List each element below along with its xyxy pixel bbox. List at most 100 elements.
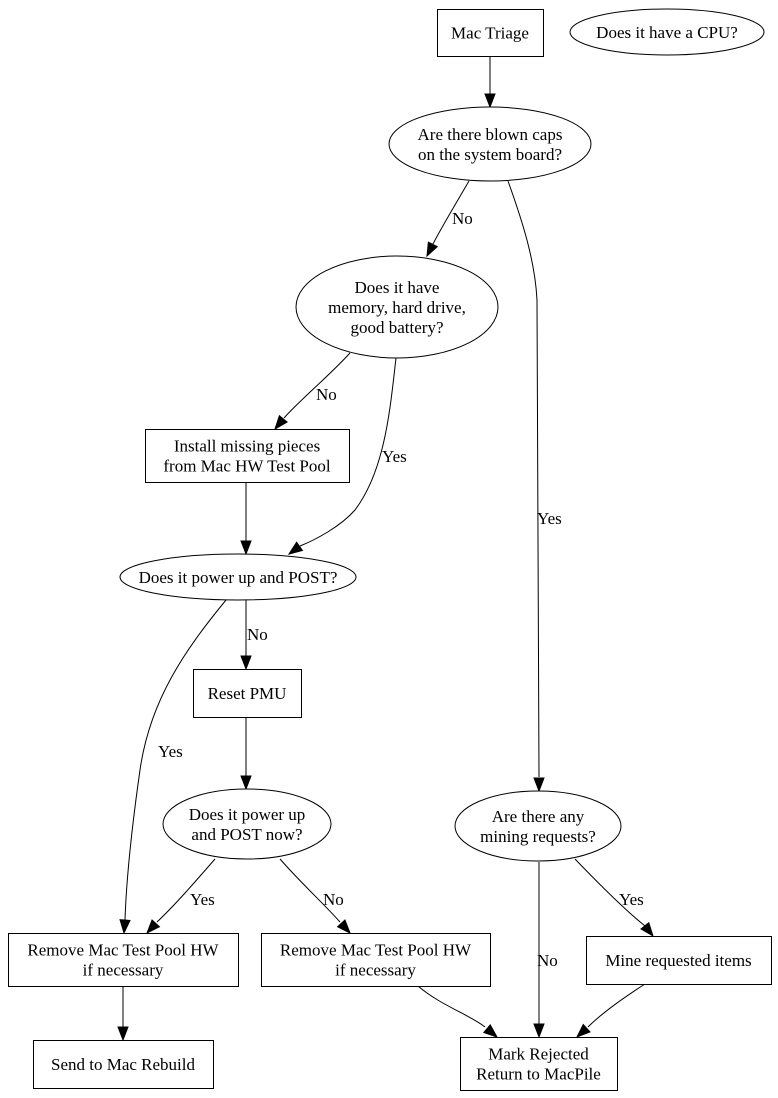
arrowhead-icon <box>575 1023 591 1038</box>
edge-power-post-to-reset-pmu: No <box>240 600 268 671</box>
process-box <box>8 933 239 987</box>
node-label-line: on the system board? <box>418 145 562 164</box>
decision-ellipse <box>162 788 332 860</box>
edge-line <box>507 180 540 778</box>
edge-mac-triage-to-blown-caps <box>484 56 496 109</box>
node-label-line: if necessary <box>83 961 164 980</box>
process-box <box>261 933 491 987</box>
arrowhead-icon <box>119 919 131 935</box>
nodes-layer: Mac Triage Does it have a CPU? Are there b… <box>8 8 772 1091</box>
edge-line <box>279 858 341 923</box>
node-label-line: Are there blown caps <box>418 125 563 144</box>
arrowhead-icon <box>146 919 161 935</box>
node-label-line: Are there any <box>492 807 585 826</box>
node-reset-pmu[interactable]: Reset PMU <box>193 669 302 718</box>
edge-label: Yes <box>382 447 407 466</box>
arrowhead-icon <box>336 919 351 935</box>
node-label-line: Mark Rejected <box>488 1045 589 1064</box>
decision-ellipse <box>119 553 357 601</box>
node-label-line: mining requests? <box>480 827 596 846</box>
edge-blown-caps-to-mining-requests: Yes <box>507 180 562 793</box>
edge-line <box>432 180 470 245</box>
node-label-line: Does it have a CPU? <box>596 23 738 42</box>
node-has-cpu[interactable]: Does it have a CPU? <box>569 8 765 56</box>
decision-ellipse <box>454 790 622 862</box>
node-label-line: Does it power up <box>189 805 306 824</box>
arrowhead-icon <box>240 540 252 556</box>
node-mac-triage[interactable]: Mac Triage <box>437 9 544 57</box>
edge-label: Yes <box>619 890 644 909</box>
edge-power-post-now-to-remove-hw-1: Yes <box>146 858 216 935</box>
node-label-line: and POST now? <box>191 825 302 844</box>
edge-power-post-now-to-remove-hw-2: No <box>279 858 351 935</box>
edge-mine-items-to-mark-rejected <box>575 983 646 1038</box>
edge-line <box>283 352 351 419</box>
edge-label: No <box>247 625 268 644</box>
node-label-line: Does it have <box>355 278 440 297</box>
process-box <box>145 429 350 483</box>
edge-line <box>124 599 227 921</box>
process-box <box>460 1037 618 1091</box>
arrowhead-icon <box>484 93 496 109</box>
edge-line <box>574 858 646 927</box>
edge-label: Yes <box>158 742 183 761</box>
process-box <box>193 669 302 718</box>
node-label-line: memory, hard drive, <box>328 298 466 317</box>
edge-mining-requests-to-mark-rejected: No <box>533 862 558 1039</box>
edge-has-parts-to-power-post: Yes <box>287 357 407 555</box>
arrowhead-icon <box>533 1023 545 1039</box>
edge-line <box>156 858 216 923</box>
node-power-post[interactable]: Does it power up and POST? <box>119 553 357 601</box>
arrowhead-icon <box>640 921 654 938</box>
process-box <box>437 9 544 57</box>
decision-ellipse <box>295 255 499 359</box>
node-label-line: Return to MacPile <box>476 1065 601 1084</box>
edge-mining-requests-to-mine-items: Yes <box>574 858 654 938</box>
node-label-line: Mac Triage <box>451 24 529 43</box>
node-label-line: Remove Mac Test Pool HW <box>27 941 219 960</box>
node-label-line: Remove Mac Test Pool HW <box>280 941 472 960</box>
node-label-line: if necessary <box>335 961 416 980</box>
edge-label: No <box>316 385 337 404</box>
edge-line <box>417 985 486 1028</box>
node-label-line: Mine requested items <box>605 951 751 970</box>
edge-has-parts-to-install-missing: No <box>274 352 351 431</box>
decision-ellipse <box>569 8 765 56</box>
node-label-line: from Mac HW Test Pool <box>163 457 330 476</box>
arrowhead-icon <box>287 541 304 555</box>
arrowhead-icon <box>240 775 252 791</box>
edge-remove-hw-2-to-mark-rejected <box>417 985 499 1038</box>
arrowhead-icon <box>482 1023 499 1038</box>
node-mine-items[interactable]: Mine requested items <box>586 936 772 985</box>
edge-remove-hw-1-to-send-rebuild <box>117 986 129 1042</box>
edge-reset-pmu-to-power-post-now <box>240 717 252 791</box>
node-label-line: Reset PMU <box>208 684 287 703</box>
arrowhead-icon <box>426 241 439 258</box>
node-label-line: Send to Mac Rebuild <box>51 1055 196 1074</box>
node-send-rebuild[interactable]: Send to Mac Rebuild <box>33 1040 214 1089</box>
node-label-line: Does it power up and POST? <box>139 568 338 587</box>
arrowhead-icon <box>240 655 252 671</box>
edge-power-post-to-remove-hw-1: Yes <box>119 599 227 935</box>
node-label-line: good battery? <box>351 318 444 337</box>
process-box <box>586 936 772 985</box>
edge-label: Yes <box>537 509 562 528</box>
node-label-line: Install missing pieces <box>174 437 320 456</box>
arrowhead-icon <box>274 414 288 431</box>
edge-label: No <box>537 951 558 970</box>
edge-line <box>299 357 397 547</box>
arrowhead-icon <box>117 1026 129 1042</box>
edge-label: Yes <box>190 890 215 909</box>
arrowhead-icon <box>533 777 545 793</box>
edge-blown-caps-to-has-parts: No <box>426 180 473 258</box>
